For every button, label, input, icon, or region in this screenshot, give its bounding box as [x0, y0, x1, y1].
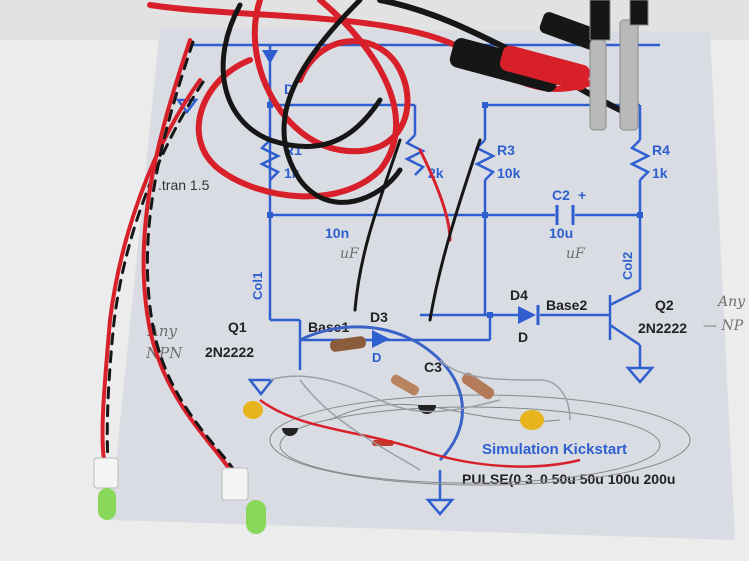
diode-top-symbol [262, 50, 278, 64]
transistor-body-1 [282, 428, 298, 436]
label-d3-model: D [372, 350, 381, 365]
capacitor-yellow-2 [520, 410, 544, 430]
label-c2-plus: + [578, 187, 586, 203]
label-r4-value: 1k [652, 165, 668, 181]
diode-d3-symbol [372, 330, 390, 348]
alligator-clips [589, 0, 649, 131]
label-d4: D4 [510, 287, 528, 303]
capacitor-yellow-1 [243, 401, 263, 419]
resistor-body-3 [390, 374, 420, 396]
hand-any-right: Any [716, 294, 746, 310]
resistor-r4-symbol [629, 139, 651, 181]
label-q2: Q2 [655, 297, 674, 313]
label-q1-model: 2N2222 [205, 344, 254, 360]
label-d4-model: D [518, 329, 528, 345]
label-d3: D3 [370, 309, 388, 325]
hand-uf-right: uF [566, 246, 586, 262]
label-c1-partial: 10n [325, 225, 349, 241]
resistor-body-2 [461, 372, 495, 400]
led-left [93, 457, 119, 520]
led-leads [100, 38, 236, 472]
resistor-body-1 [329, 336, 367, 352]
schematic-paper [110, 28, 735, 540]
label-c3: C3 [424, 359, 442, 375]
label-base2: Base2 [546, 297, 587, 313]
hand-np-right: — NP [703, 318, 744, 334]
junction-dots [267, 102, 643, 318]
label-c2: C2 [552, 187, 570, 203]
resistor-symbols [259, 134, 651, 181]
hand-npn-left: NPN [145, 344, 183, 362]
label-col2: Col2 [620, 252, 635, 280]
resistor-r1-symbol [259, 139, 281, 181]
label-r4: R4 [652, 142, 670, 158]
label-r3: R3 [497, 142, 515, 158]
label-d-top: D [284, 81, 294, 97]
label-pulse-rest: 0 50u 50u 100u 200u [540, 471, 675, 487]
label-r3-value: 10k [497, 165, 521, 181]
resistor-r2-symbol [404, 134, 426, 176]
label-c2-value: 10u [549, 225, 573, 241]
label-col1: Col1 [250, 272, 265, 300]
label-q2-model: 2N2222 [638, 320, 687, 336]
led-right [221, 467, 266, 534]
label-tran: .tran 1.5 [158, 177, 210, 193]
capacitor-c2-symbol [555, 205, 575, 225]
component-cluster [243, 325, 581, 471]
diode-d4-symbol [518, 306, 536, 324]
hand-uf-left: uF [340, 246, 360, 262]
banana-plugs [449, 12, 601, 92]
label-q1: Q1 [228, 319, 247, 335]
label-sim-kickstart: Simulation Kickstart [482, 441, 627, 458]
